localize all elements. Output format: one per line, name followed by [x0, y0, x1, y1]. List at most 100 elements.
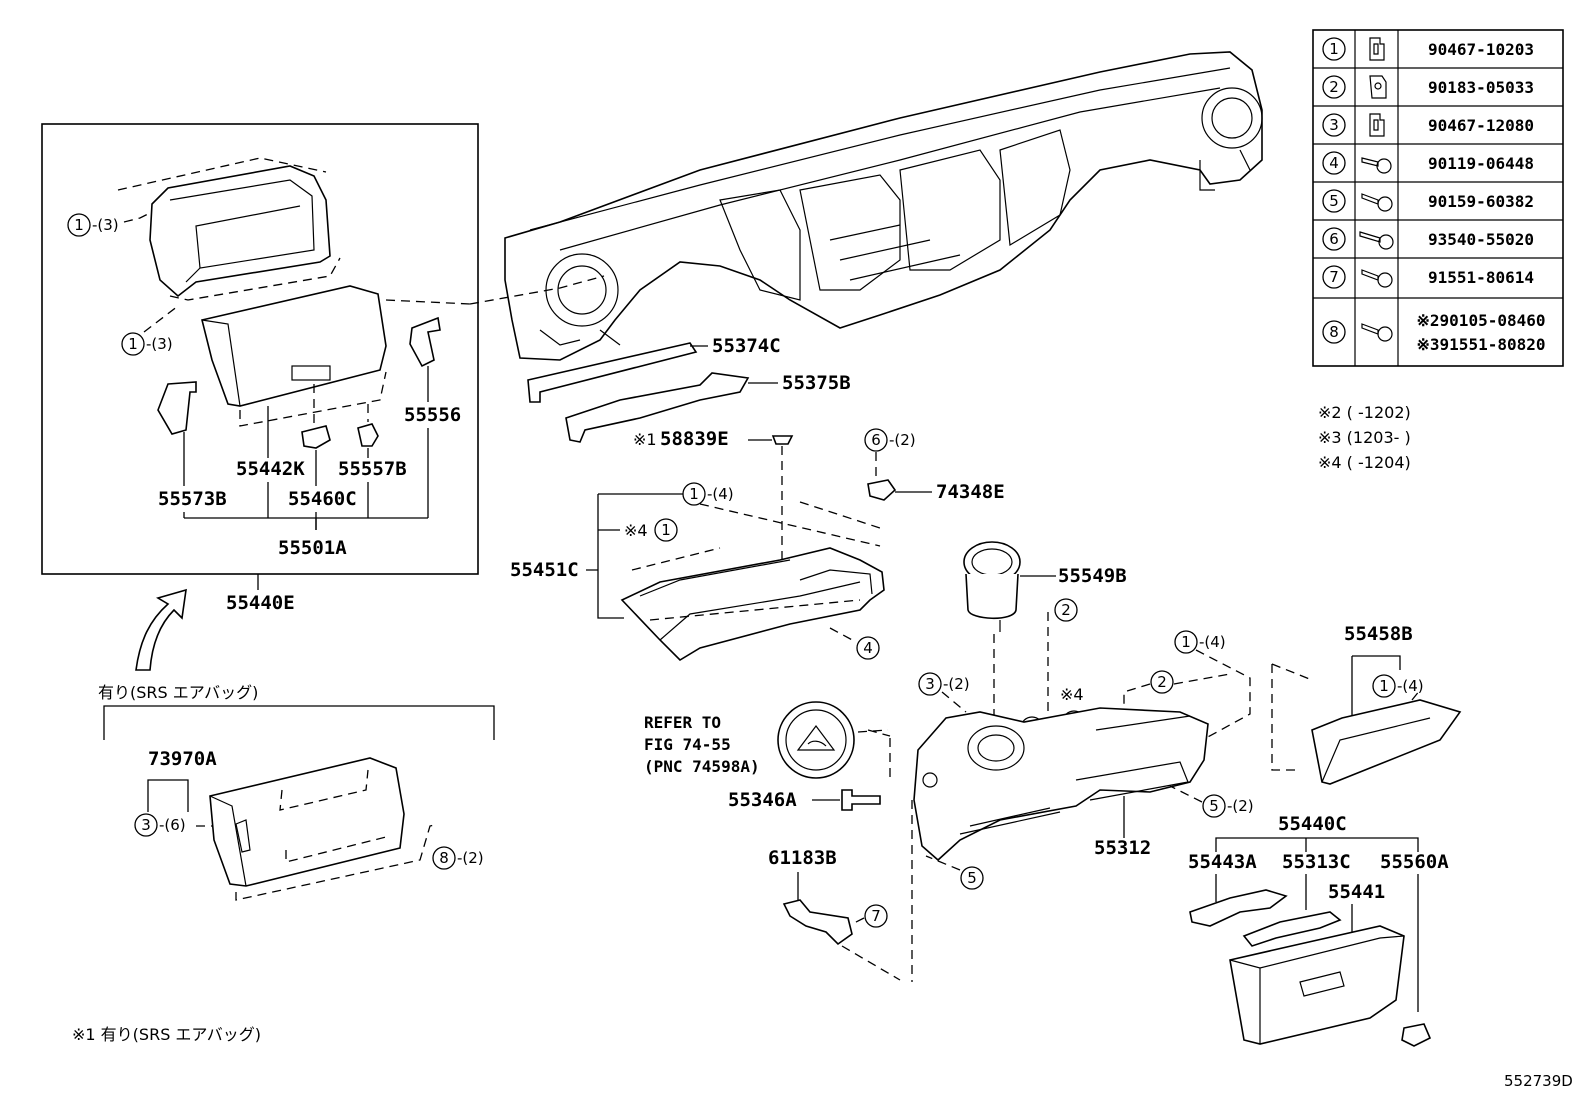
part-label: 55451C	[510, 559, 579, 581]
svg-text:-(6): -(6)	[159, 816, 186, 834]
bolt-icon	[1361, 269, 1393, 288]
screw-icon	[1361, 193, 1393, 212]
glove-box-assembly-box: 55556 55573B 55557B 55442K 55460C	[41, 123, 479, 575]
svg-text:1: 1	[661, 521, 671, 539]
clip-74348e: 74348E	[867, 479, 1005, 503]
clip-icon	[1369, 37, 1385, 61]
table-row: 8 ※290105-08460 ※391551-80820	[1322, 311, 1546, 354]
callout: 2	[1054, 598, 1078, 622]
callout: 3 -(2)	[918, 672, 970, 696]
cup-holder-55549b: 55549B	[963, 541, 1127, 720]
ref-number: 2	[1329, 78, 1339, 96]
table-row: 6 93540-55020	[1322, 227, 1534, 251]
table-row: 2 90183-05033	[1322, 75, 1534, 99]
hinge-55573b: 55573B	[157, 381, 227, 510]
callout: 1 -(3)	[121, 332, 173, 356]
clip-icon	[1369, 113, 1385, 137]
note-mark: ※1	[633, 430, 657, 449]
support-55451c: 55451C 1 -(4) ※4 1 4	[510, 482, 885, 662]
refer-note: REFER TO FIG 74-55 (PNC 74598A)	[644, 713, 760, 776]
hinge-55556: 55556	[404, 316, 461, 518]
svg-text:6: 6	[871, 431, 881, 449]
part-label: 58839E	[660, 428, 729, 450]
part-number: 90183-05033	[1428, 78, 1534, 97]
svg-text:1: 1	[74, 216, 84, 234]
part-number: 90467-12080	[1428, 116, 1534, 135]
callout: 1 -(4)	[1372, 674, 1424, 698]
svg-text:2: 2	[1157, 673, 1167, 691]
note: ※2 ( -1202)	[1318, 403, 1411, 422]
note-text: FIG 74-55	[644, 735, 731, 754]
note-mark: ※4	[624, 521, 648, 540]
notes: ※2 ( -1202) ※3 (1203- ) ※4 ( -1204)	[1318, 403, 1411, 472]
callout: 1 -(3)	[67, 213, 119, 237]
ref-number: 7	[1329, 268, 1339, 286]
callout: 3 -(6)	[134, 813, 186, 837]
svg-text:4: 4	[863, 639, 873, 657]
part-number: ※290105-08460	[1417, 311, 1546, 330]
callout: 1 -(4)	[1174, 630, 1226, 654]
clip-55346a: 55346A	[728, 789, 881, 811]
callout: 4	[856, 636, 880, 660]
ref-number: 8	[1329, 323, 1339, 341]
part-label: 55501A	[278, 537, 347, 559]
svg-text:3: 3	[141, 816, 151, 834]
note: ※3 (1203- )	[1318, 428, 1411, 447]
svg-text:5: 5	[967, 869, 977, 887]
note-mark: ※4	[1060, 685, 1084, 704]
lower-panel-55312: 1 -(4) ※4 2 1 1 55312 3 -(2)	[867, 630, 1254, 982]
table-row: 7 91551-80614	[1322, 265, 1534, 289]
bolt-icon	[1361, 157, 1392, 174]
ref-number: 3	[1329, 116, 1339, 134]
callout: 6 -(2)	[864, 428, 916, 452]
ref-number: 6	[1329, 230, 1339, 248]
part-label: 55346A	[728, 789, 797, 811]
ref-number: 4	[1329, 154, 1339, 172]
part-label: 55458B	[1344, 623, 1413, 645]
part-label: 55440C	[1278, 813, 1347, 835]
glove-box-55440c: 55440C 55443A 55313C 55560A 55441	[1188, 813, 1449, 1047]
svg-text:1: 1	[1379, 677, 1389, 695]
part-label: 55313C	[1282, 851, 1351, 873]
part-label: 55549B	[1058, 565, 1127, 587]
callout: 7	[864, 904, 888, 928]
ref-number: 1	[1329, 40, 1339, 58]
svg-text:1: 1	[1181, 633, 1191, 651]
callout: 1 -(4)	[682, 482, 734, 506]
parts-table: 1 90467-10203 2 90183-05033 3 90467-1208…	[1312, 29, 1564, 367]
svg-text:5: 5	[1209, 797, 1219, 815]
part-label: 55312	[1094, 837, 1151, 859]
part-number: 91551-80614	[1428, 268, 1534, 287]
part-number: 93540-55020	[1428, 230, 1534, 249]
svg-text:-(2): -(2)	[943, 675, 970, 693]
svg-text:-(3): -(3)	[92, 216, 119, 234]
footnote: ※1 有り(SRS エアバッグ)	[72, 1025, 261, 1044]
callout: 5 -(2)	[1202, 794, 1254, 818]
part-label: 55460C	[288, 488, 357, 510]
part-label: 55442K	[236, 458, 305, 480]
svg-text:8: 8	[439, 849, 449, 867]
table-row: 3 90467-12080	[1322, 113, 1534, 137]
svg-text:-(4): -(4)	[1397, 677, 1424, 695]
bracket-58839e: ※1 58839E	[633, 428, 794, 560]
svg-text:1: 1	[128, 335, 138, 353]
table-row: 1 90467-10203	[1322, 37, 1534, 61]
variant-label: 有り(SRS エアバッグ)	[98, 683, 258, 702]
svg-text:-(2): -(2)	[889, 431, 916, 449]
part-label: 55443A	[1188, 851, 1257, 873]
part-number: 90159-60382	[1428, 192, 1534, 211]
nut-clip-icon	[1369, 75, 1387, 99]
part-label: 55440E	[226, 592, 295, 614]
svg-text:-(3): -(3)	[146, 335, 173, 353]
bracket-55374c: 55374C	[527, 335, 781, 403]
part-label: 74348E	[936, 481, 1005, 503]
part-label: 55573B	[158, 488, 227, 510]
diagram-code: 552739D	[1504, 1072, 1573, 1090]
part-number: ※391551-80820	[1417, 335, 1546, 354]
bumper-55557b: 55557B	[338, 404, 407, 518]
callout: 5	[960, 866, 984, 890]
svg-text:-(4): -(4)	[707, 485, 734, 503]
table-row: 4 90119-06448	[1322, 151, 1534, 175]
svg-text:-(2): -(2)	[1227, 797, 1254, 815]
